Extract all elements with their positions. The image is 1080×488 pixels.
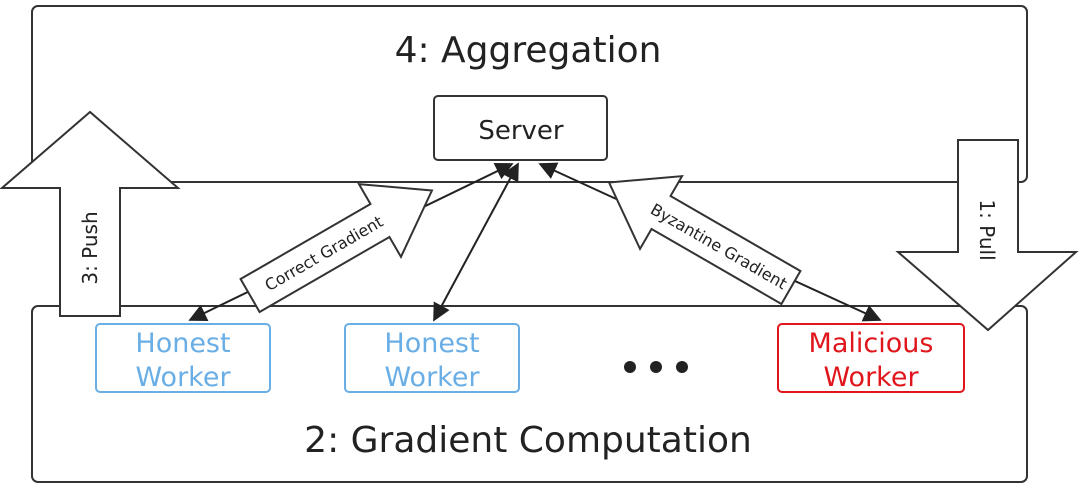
honest-worker-box-1 <box>95 323 271 393</box>
gradient-computation-title: 2: Gradient Computation <box>304 420 752 461</box>
byzantine-gradient-arrow <box>607 174 802 306</box>
push-label: 3: Push <box>78 211 102 284</box>
pull-arrow <box>895 139 1079 332</box>
worker-3-line1: Malicious <box>809 328 934 359</box>
more-dots-icon <box>624 361 688 373</box>
push-arrow <box>0 110 181 317</box>
worker-2-line1: Honest <box>384 328 479 359</box>
correct-gradient-label: Correct Gradient <box>262 212 387 295</box>
byzantine-gradient-label: Byzantine Gradient <box>647 200 790 294</box>
worker-3-line2: Worker <box>823 362 919 393</box>
server-box <box>433 95 608 161</box>
worker-1-line1: Honest <box>135 328 230 359</box>
server-label: Server <box>478 116 564 146</box>
worker-1-line2: Worker <box>135 362 231 393</box>
honest-worker-box-2 <box>344 323 520 393</box>
correct-gradient-arrow <box>239 182 434 314</box>
worker-2-line2: Worker <box>384 362 480 393</box>
malicious-worker-box <box>777 323 965 393</box>
connection-honest-2-server <box>433 162 519 322</box>
aggregation-panel <box>31 5 1028 183</box>
pull-label: 1: Pull <box>975 199 999 260</box>
aggregation-title: 4: Aggregation <box>395 30 662 71</box>
